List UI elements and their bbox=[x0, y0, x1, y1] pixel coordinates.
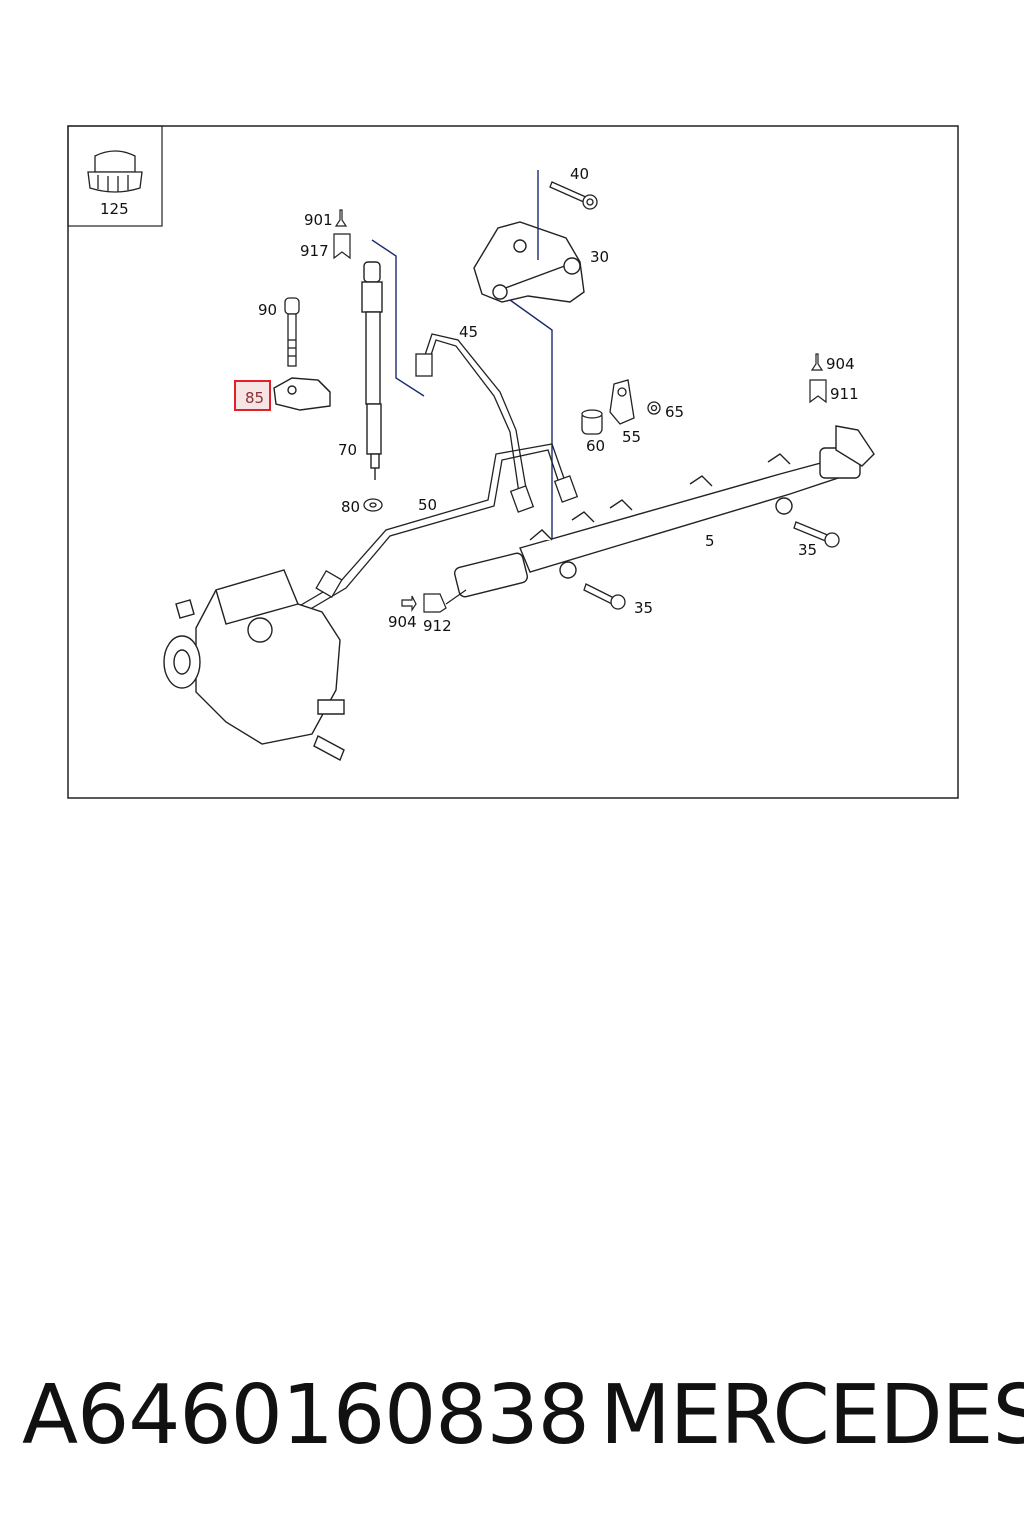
label-45: 45 bbox=[459, 323, 478, 341]
label-55: 55 bbox=[622, 428, 641, 446]
label-85: 85 bbox=[245, 389, 264, 407]
connector-917-icon bbox=[333, 209, 351, 260]
label-30: 30 bbox=[590, 248, 609, 266]
parts-diagram: 125 40 30 901 917 90 45 904 911 85 65 55… bbox=[67, 125, 959, 799]
label-904-bottom: 904 bbox=[388, 613, 417, 631]
brand-name: MERCEDES bbox=[600, 1368, 1024, 1463]
label-40: 40 bbox=[570, 165, 589, 183]
nut-65-icon bbox=[647, 401, 661, 415]
inset-box-125 bbox=[67, 125, 163, 227]
part-number: A6460160838 bbox=[22, 1368, 590, 1463]
sleeve-60-icon bbox=[581, 409, 603, 435]
label-911: 911 bbox=[830, 385, 859, 403]
label-90: 90 bbox=[258, 301, 277, 319]
label-65: 65 bbox=[665, 403, 684, 421]
injector-70-icon bbox=[361, 261, 383, 480]
label-35-right: 35 bbox=[798, 541, 817, 559]
bracket-30-icon bbox=[473, 221, 585, 303]
bolt-35b-icon bbox=[583, 583, 626, 610]
high-pressure-pump-icon bbox=[163, 569, 345, 761]
fitting-45 bbox=[415, 353, 433, 377]
oil-cap-icon bbox=[87, 150, 143, 193]
connector-911-icon bbox=[809, 353, 827, 404]
label-70: 70 bbox=[338, 441, 357, 459]
bolt-40-icon bbox=[549, 181, 598, 210]
fuel-rail-5-icon bbox=[453, 425, 875, 598]
diagram-frame bbox=[67, 125, 959, 799]
bolt-90-icon bbox=[284, 297, 300, 367]
fuel-line-45 bbox=[423, 333, 529, 501]
label-912: 912 bbox=[423, 617, 452, 635]
highlight-box-85 bbox=[234, 380, 271, 411]
label-917: 917 bbox=[300, 242, 329, 260]
label-125: 125 bbox=[100, 200, 129, 218]
label-35-bottom: 35 bbox=[634, 599, 653, 617]
label-60: 60 bbox=[586, 437, 605, 455]
footer-caption: A6460160838 MERCEDES bbox=[22, 1368, 1024, 1478]
clamp-85-icon bbox=[273, 377, 331, 411]
leader-lines bbox=[371, 170, 553, 540]
washer-80-icon bbox=[363, 498, 383, 512]
label-80: 80 bbox=[341, 498, 360, 516]
label-50: 50 bbox=[418, 496, 437, 514]
label-5: 5 bbox=[705, 532, 715, 550]
bolt-35a-icon bbox=[793, 521, 840, 548]
label-904-top: 904 bbox=[826, 355, 855, 373]
label-901: 901 bbox=[304, 211, 333, 229]
clip-55-icon bbox=[609, 379, 635, 425]
connector-912-icon bbox=[401, 589, 467, 613]
line-fittings bbox=[315, 475, 579, 599]
